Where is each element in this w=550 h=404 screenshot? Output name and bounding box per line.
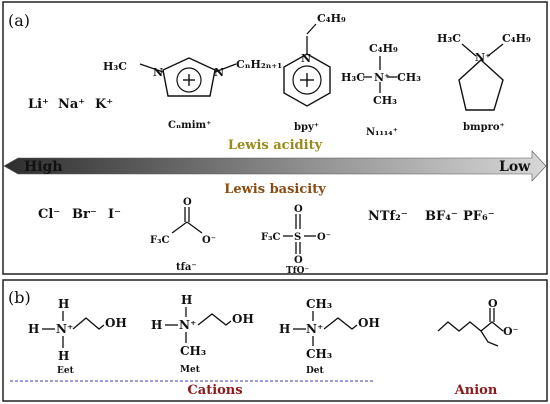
cnmim-chain: CₙH₂ₙ₊₁ (236, 58, 282, 71)
n1114-n: N⁺ (374, 71, 390, 84)
met-n: N⁺ (179, 318, 196, 332)
anion-ntf2: NTf₂⁻ (368, 209, 408, 224)
det-top: CH₃ (306, 297, 332, 311)
eet-h-bottom: H (58, 349, 69, 363)
halide-anions: Cl⁻ Br⁻ I⁻ (38, 207, 121, 222)
det-bottom: CH₃ (306, 347, 332, 361)
lewis-basicity-label: Lewis basicity (224, 182, 326, 197)
cnmim-n2: N (214, 66, 224, 79)
tfo-o-bottom: O (294, 255, 303, 266)
bmpro-chain: C₄H₉ (502, 32, 531, 45)
n1114-right: CH₃ (397, 71, 421, 84)
det-h-left: H (279, 322, 290, 336)
panel-a-frame (2, 1, 548, 275)
bpy-structure: N C₄H₉ bpy⁺ (283, 12, 346, 133)
tfa-structure: F₃C O O⁻ tfa⁻ (150, 197, 216, 273)
cnmim-structure: H₃C N N CₙH₂ₙ₊₁ Cₙmim⁺ (103, 57, 282, 131)
carboxylate-anion-structure: O O⁻ (437, 297, 519, 347)
eet-h-left: H (28, 322, 39, 336)
bpy-chain: C₄H₉ (317, 12, 346, 25)
ion-k: K⁺ (95, 97, 113, 112)
bpy-name: bpy⁺ (294, 122, 319, 133)
bmpro-structure: H₃C N⁺ C₄H₉ bmpro⁺ (437, 32, 531, 133)
tfa-oxygen-top: O (183, 197, 192, 208)
arrow-high-label: High (24, 159, 63, 175)
ion-na: Na⁺ (58, 97, 85, 112)
tfa-name: tfa⁻ (176, 262, 197, 273)
met-oh: OH (232, 312, 254, 326)
bmpro-methyl: H₃C (437, 32, 461, 45)
tfa-oxygen-minus: O⁻ (202, 235, 216, 246)
n1114-structure: C₄H₉ N⁺ H₃C CH₃ CH₃ N₁₁₁₄⁺ (341, 42, 421, 138)
bpy-n: N (301, 52, 311, 65)
det-name: Det (306, 366, 325, 376)
lewis-gradient-arrow: High Low Lewis acidity Lewis basicity (3, 138, 547, 197)
eet-oh: OH (105, 316, 127, 330)
anion-i: I⁻ (108, 207, 121, 222)
panel-b-frame (2, 279, 548, 402)
n1114-name: N₁₁₁₄⁺ (366, 127, 398, 138)
anion-pf6: PF₆⁻ (463, 209, 495, 224)
panel-b-label: (b) (8, 288, 31, 307)
met-h-left: H (151, 318, 162, 332)
anion-cl: Cl⁻ (38, 207, 60, 222)
bmpro-name: bmpro⁺ (463, 122, 505, 133)
tfo-structure: F₃C S O O O⁻ TfO⁻ (261, 204, 331, 276)
tfa-carbon: F₃C (150, 235, 169, 246)
met-structure: H H N⁺ CH₃ OH Met (151, 293, 254, 375)
met-h-top: H (181, 293, 192, 307)
bmpro-n: N⁺ (475, 51, 491, 64)
det-n: N⁺ (306, 322, 323, 336)
anion-o: O (488, 297, 498, 310)
tfo-name: TfO⁻ (286, 266, 309, 276)
cations-group-label: Cations (187, 383, 242, 398)
eet-h-top: H (58, 297, 69, 311)
tfo-o-minus: O⁻ (317, 232, 331, 243)
tfo-o-top: O (294, 204, 303, 215)
metal-ions: Li⁺ Na⁺ K⁺ (28, 97, 113, 112)
n1114-left: H₃C (341, 71, 365, 84)
n1114-bottom: CH₃ (373, 94, 397, 107)
ion-li: Li⁺ (28, 97, 49, 112)
det-oh: OH (358, 316, 380, 330)
lewis-acidity-label: Lewis acidity (228, 138, 323, 153)
tfo-sulfur: S (294, 232, 301, 243)
met-name: Met (180, 365, 201, 375)
cnmim-methyl: H₃C (103, 60, 127, 73)
tfo-carbon: F₃C (261, 232, 280, 243)
anion-group-label: Anion (454, 383, 498, 398)
eet-n: N⁺ (56, 322, 73, 336)
met-bottom: CH₃ (180, 344, 206, 358)
det-structure: CH₃ H N⁺ CH₃ OH Det (279, 297, 380, 376)
cnmim-n1: N (153, 66, 163, 79)
eet-name: Eet (57, 366, 75, 376)
other-anions: NTf₂⁻ BF₄⁻ PF₆⁻ (368, 209, 495, 224)
cnmim-name: Cₙmim⁺ (168, 120, 211, 131)
n1114-chain: C₄H₉ (369, 42, 398, 55)
panel-a-label: (a) (8, 11, 30, 30)
anion-o-minus: O⁻ (503, 325, 519, 338)
arrow-low-label: Low (499, 159, 531, 175)
eet-structure: H H N⁺ H OH Eet (28, 297, 127, 376)
anion-br: Br⁻ (72, 207, 97, 222)
anion-bf4: BF₄⁻ (425, 209, 458, 224)
